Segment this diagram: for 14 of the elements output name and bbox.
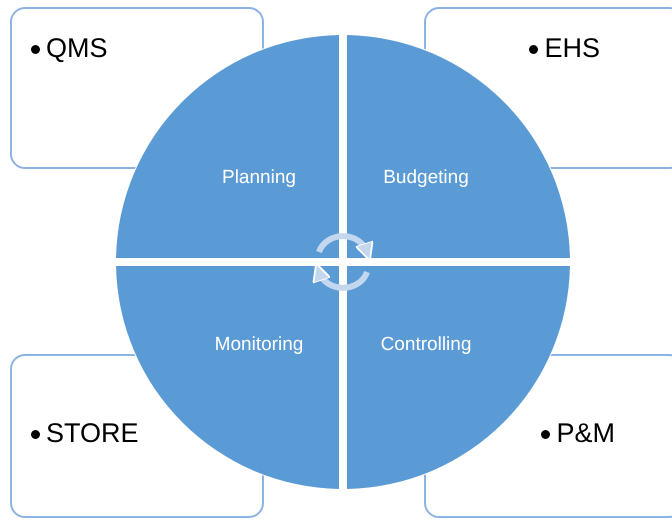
segment-label: Monitoring	[214, 333, 304, 357]
segment-label: Budgeting	[383, 166, 469, 190]
segment-label: Controlling	[380, 333, 472, 357]
text-box	[424, 7, 672, 169]
text-box	[424, 354, 672, 518]
list-item-text: P&M	[556, 417, 615, 449]
arrow	[316, 233, 373, 262]
segment-label: Planning	[222, 166, 296, 190]
list-item-text: QMS	[46, 32, 108, 64]
arrow	[313, 262, 370, 291]
list-item-text: STORE	[46, 417, 139, 449]
text-box	[10, 354, 264, 518]
list-item-text: EHS	[544, 32, 600, 64]
text-box	[10, 7, 264, 169]
